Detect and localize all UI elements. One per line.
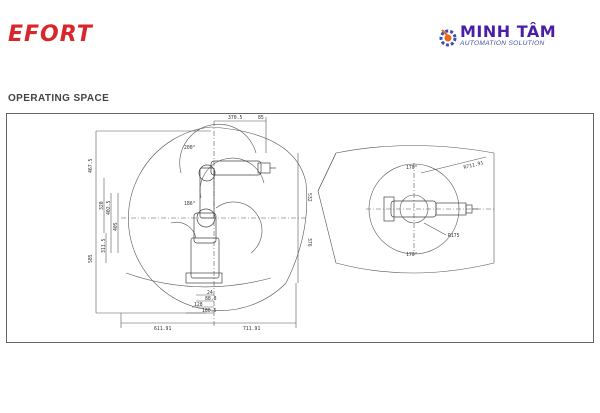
- robot-top: [383, 196, 478, 222]
- dim-bottom-1: 24: [207, 290, 213, 296]
- angle-2: 186°: [184, 201, 196, 207]
- minh-tam-logo: MINH TÂM AUTOMATION SOLUTION: [438, 22, 588, 52]
- top-view-labels: 170° 170° R711.91 R175: [406, 160, 484, 258]
- section-title: OPERATING SPACE: [8, 93, 110, 104]
- angle-bottom: 170°: [406, 252, 418, 258]
- radius-line-outer: [420, 156, 487, 174]
- dim-bottom-2: 88.8: [205, 296, 217, 302]
- angle-top: 170°: [406, 165, 418, 171]
- dim-left-1: 467.5: [88, 158, 94, 173]
- robot-side: [185, 160, 276, 284]
- side-view-labels: 370.5 85 467.5 320 402.5 405 311.5 585 5…: [88, 115, 312, 332]
- swing-arc-1: [179, 123, 257, 174]
- dim-right-2: 376: [306, 238, 312, 247]
- dim-left-2: 320: [99, 201, 105, 210]
- minh-tam-tagline: AUTOMATION SOLUTION: [460, 40, 545, 47]
- top-envelope-outer: [317, 145, 495, 274]
- gear-icon: [439, 29, 457, 47]
- radius-outer: R711.91: [463, 160, 484, 171]
- dim-width-left: 611.91: [154, 326, 171, 332]
- top-view: [317, 145, 495, 274]
- work-envelope-right: [210, 126, 308, 284]
- operating-space-diagram: 370.5 85 467.5 320 402.5 405 311.5 585 5…: [6, 113, 594, 343]
- dim-right-1: 532: [306, 193, 312, 202]
- work-envelope-outer: [128, 126, 287, 311]
- angle-1: 200°: [184, 145, 196, 151]
- dim-bottom-3: 128: [194, 302, 203, 308]
- swing-arc-2: [199, 157, 265, 199]
- dim-left-5: 311.5: [101, 238, 107, 253]
- dim-left-3: 402.5: [106, 200, 112, 215]
- minh-tam-name: MINH TÂM: [460, 22, 557, 41]
- dim-width-right: 711.91: [243, 326, 260, 332]
- dim-left-6: 585: [88, 254, 94, 263]
- swing-arc-3: [215, 201, 263, 254]
- dim-top-1: 370.5: [228, 115, 243, 121]
- efort-logo: EFORT: [8, 22, 93, 47]
- swing-arc-5: [125, 272, 272, 288]
- side-view: [95, 117, 308, 328]
- dim-left-4: 405: [113, 222, 119, 231]
- diagram-frame: [6, 113, 594, 343]
- radius-inner: R175: [448, 233, 460, 239]
- swing-arc-4: [170, 222, 197, 239]
- radius-line-inner: [423, 222, 447, 236]
- dim-top-2: 85: [258, 115, 264, 121]
- dim-bottom-4: 180.5: [202, 308, 217, 314]
